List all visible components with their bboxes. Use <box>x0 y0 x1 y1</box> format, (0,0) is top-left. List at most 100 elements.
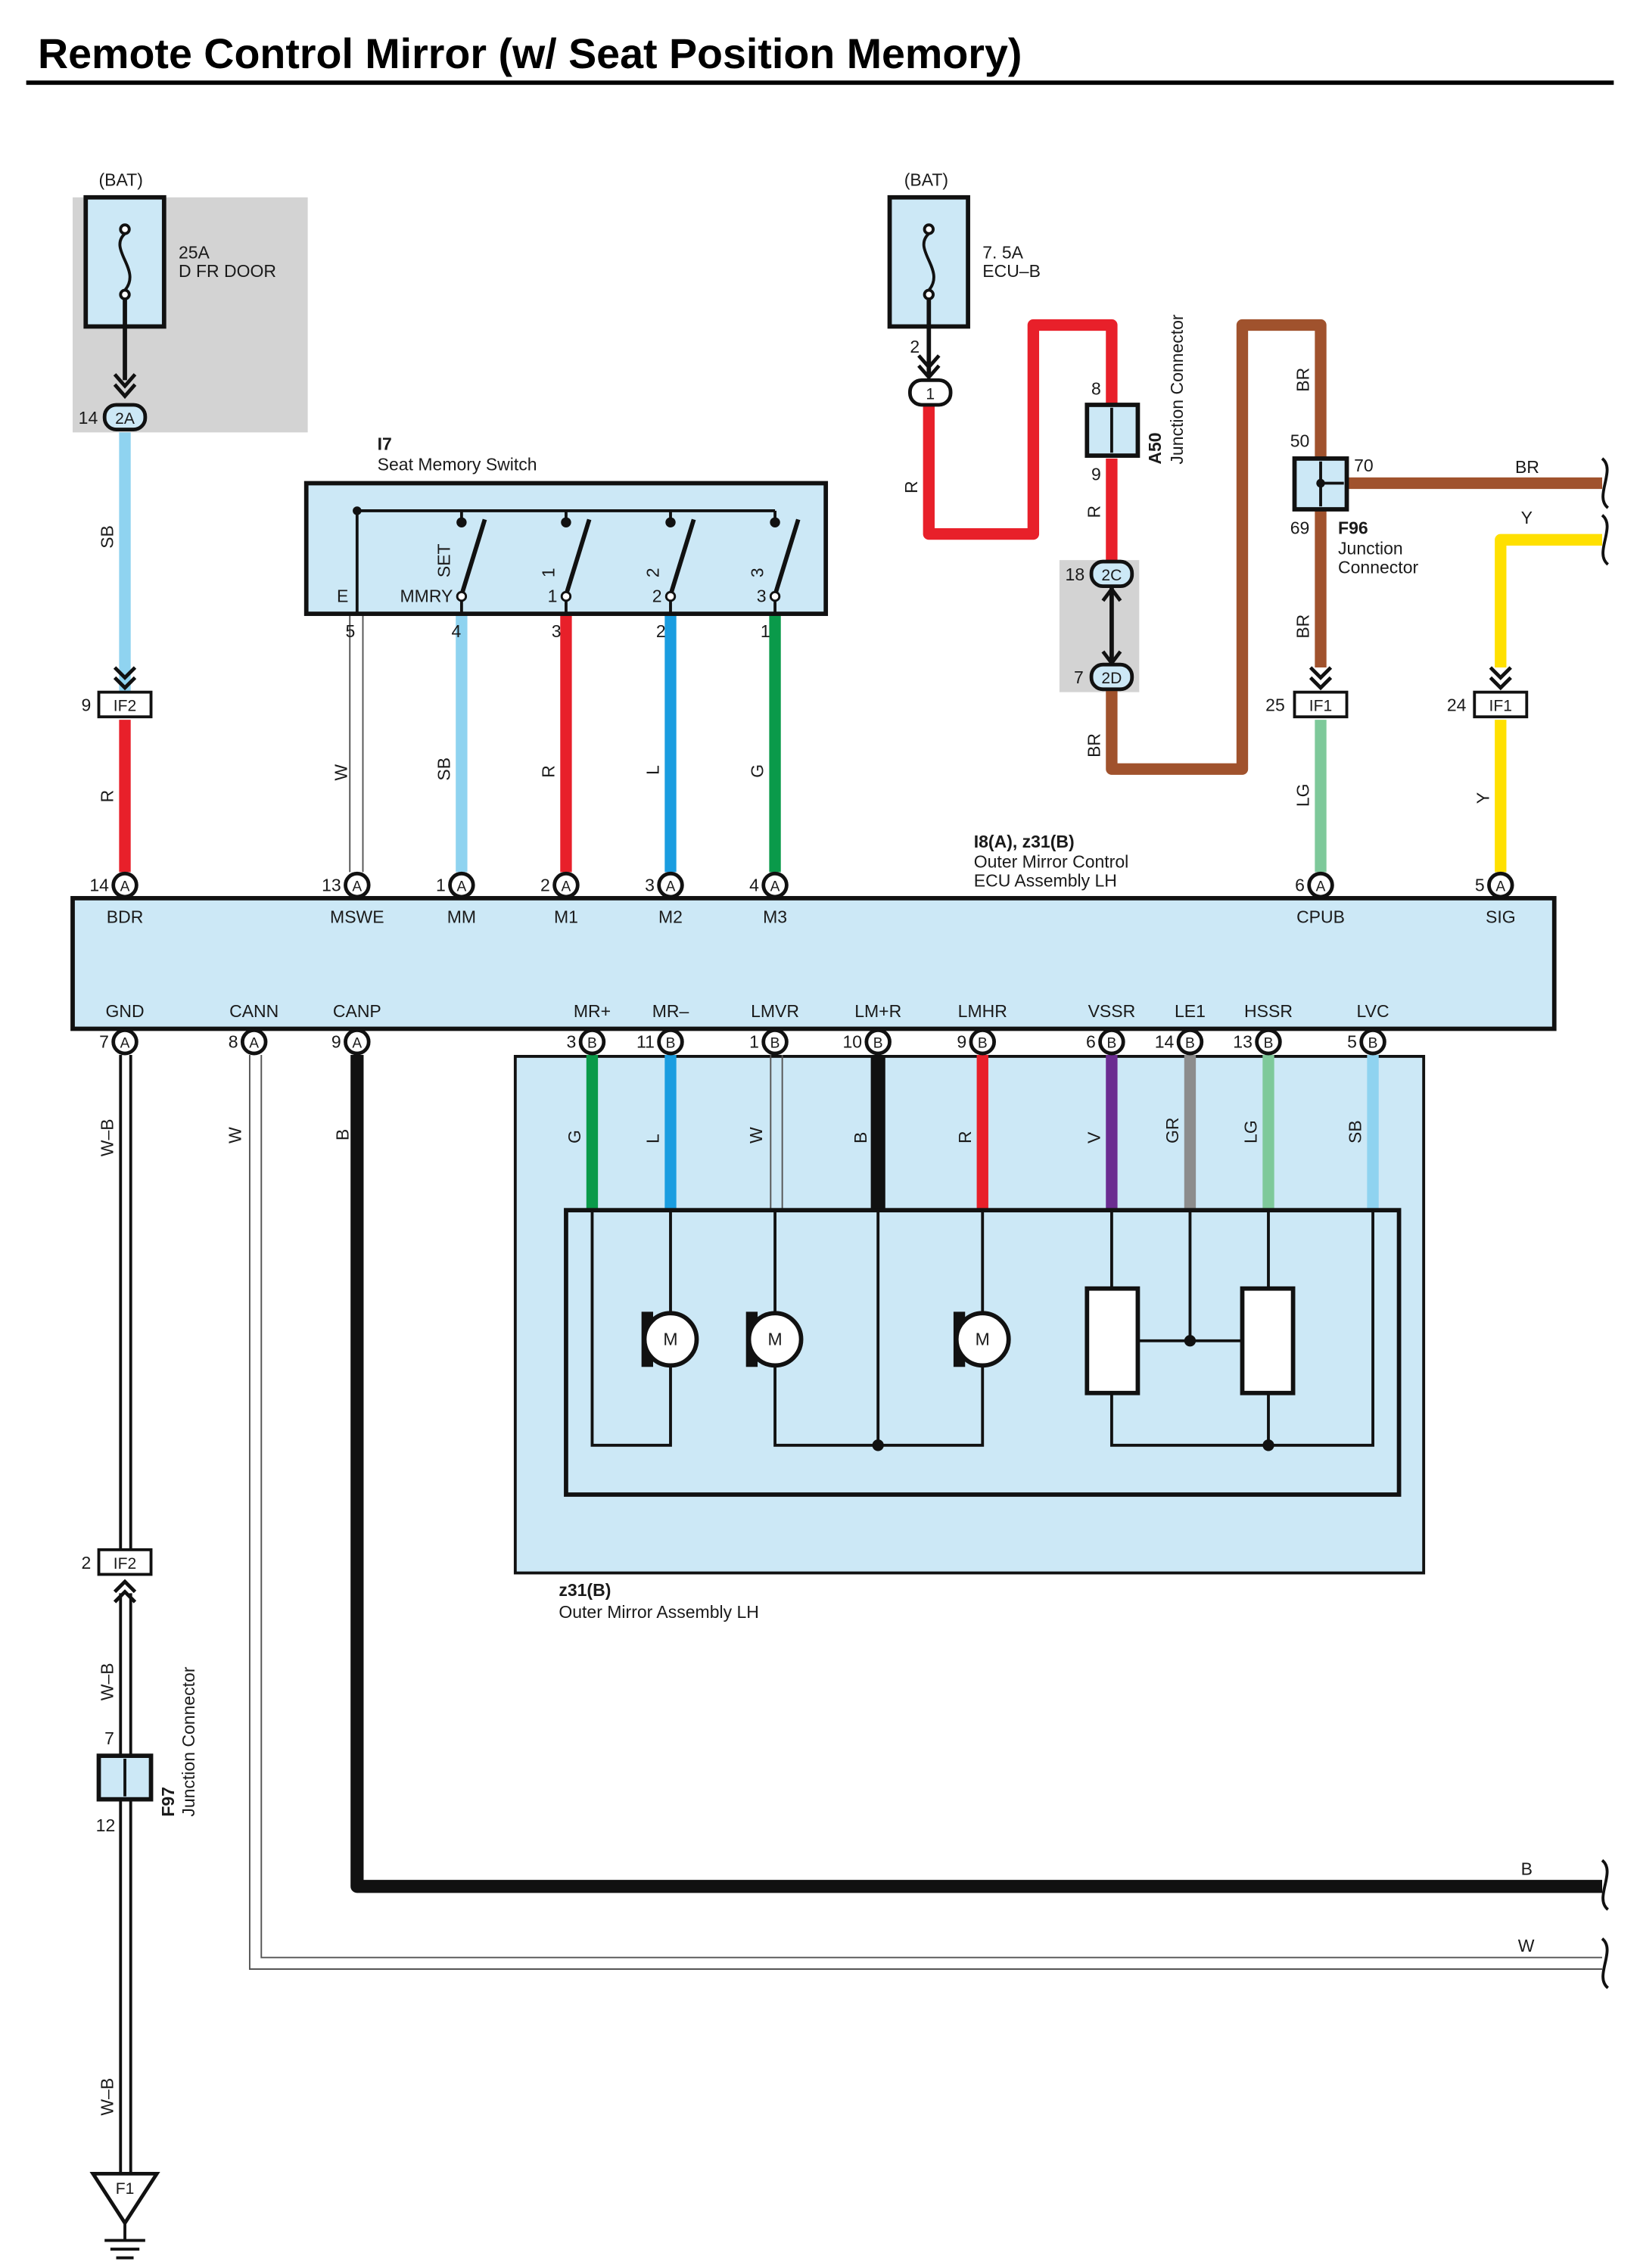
pin-number: 14 <box>79 408 98 428</box>
bat-label-1: (BAT) <box>99 170 143 189</box>
terminal-name: CANN <box>229 1001 279 1021</box>
fuse1-name: D FR DOOR <box>179 261 276 281</box>
f96-name: Junction <box>1338 538 1403 558</box>
wire-color-label: R <box>1085 506 1104 518</box>
terminal-name: LMHR <box>958 1001 1007 1021</box>
terminal-connector-letter: B <box>1264 1035 1274 1051</box>
terminal-name: MR– <box>652 1001 689 1021</box>
f96-id: F96 <box>1338 518 1368 538</box>
wire-color-label: BR <box>1085 733 1104 758</box>
junction-dot <box>1316 478 1325 488</box>
terminal-name: LMVR <box>751 1001 799 1021</box>
motor-lmh: M <box>953 1311 1011 1368</box>
pin-number: 5 <box>1475 875 1485 894</box>
connector-1 <box>907 378 953 407</box>
wire-color-label: W–B <box>98 1663 117 1700</box>
terminal-connector-letter: B <box>978 1035 988 1051</box>
terminal-marker <box>1307 871 1334 899</box>
switch-top-label: SET <box>434 543 454 577</box>
connector-2a <box>102 403 148 431</box>
terminal-marker <box>657 1028 684 1056</box>
terminal-marker <box>969 1028 996 1056</box>
terminal-name: CANP <box>333 1001 381 1021</box>
pin-number: 1 <box>749 1031 759 1051</box>
switch-terminal-label: 2 <box>652 586 662 606</box>
connector-1-label: 1 <box>926 385 935 403</box>
terminal-connector-letter: B <box>873 1035 883 1051</box>
pin-number: 25 <box>1265 695 1285 715</box>
switch-pivot <box>664 590 677 602</box>
switch-contact-dot <box>770 517 780 527</box>
terminal-connector-letter: A <box>120 879 130 894</box>
switch-contact-dot <box>665 517 676 527</box>
switch-contact-dot <box>456 517 467 527</box>
pin-number: 2 <box>910 337 920 356</box>
pin-number: 14 <box>1155 1031 1175 1051</box>
pin-number: 50 <box>1290 431 1310 451</box>
switch-pivot <box>456 590 468 602</box>
terminal-connector-letter: B <box>1185 1035 1195 1051</box>
page-title: Remote Control Mirror (w/ Seat Position … <box>38 30 1022 77</box>
wire-color-label: V <box>1085 1131 1104 1143</box>
pin-number: 70 <box>1354 456 1374 475</box>
terminal-marker <box>552 871 580 899</box>
terminal-marker <box>864 1028 892 1056</box>
pin-number: 7 <box>1074 667 1084 687</box>
pin-number: 1 <box>436 875 446 894</box>
wire-color-label: GR <box>1162 1117 1182 1143</box>
switch-blade <box>668 518 696 596</box>
switch-blade <box>459 518 487 596</box>
terminal-connector-letter: B <box>1368 1035 1378 1051</box>
pin-number: 1 <box>761 621 770 641</box>
wire-y-right <box>1495 534 1603 668</box>
wire-color-label: W <box>331 764 350 781</box>
pin-number: 13 <box>322 875 341 894</box>
svg-text:IF1: IF1 <box>1309 698 1332 715</box>
switch-contacts <box>353 506 801 614</box>
ecu-bottom-terminals: A7GNDA8CANNA9CANPB3MR+B11MR–B1LMVRB10LM+… <box>99 1001 1389 1056</box>
pin-number: 3 <box>567 1031 577 1051</box>
wire-b-canp <box>350 1054 1603 1893</box>
terminal-marker <box>344 1028 371 1056</box>
terminal-marker <box>1176 1028 1204 1056</box>
mirror-id: z31(B) <box>559 1580 611 1600</box>
pin-number: 9 <box>331 1031 341 1051</box>
connector-2d <box>1089 662 1134 692</box>
pin-number: 9 <box>1091 465 1101 484</box>
wire-color-label: LG <box>1241 1120 1261 1143</box>
wire-color-label: R <box>955 1131 975 1143</box>
wire-r-fuse2 <box>923 319 1118 540</box>
pin-number: 8 <box>1091 379 1101 399</box>
if2-connector-top: IF2 <box>97 666 153 719</box>
wire-color-label: L <box>643 765 663 775</box>
terminal-marker <box>1098 1028 1125 1056</box>
wire-color-label: L <box>643 1134 663 1143</box>
vertical-position-sensor <box>1085 1286 1141 1395</box>
fuse-ecu-b <box>887 194 970 381</box>
terminal-connector-letter: A <box>120 1035 130 1051</box>
mirror-name: Outer Mirror Assembly LH <box>559 1602 759 1622</box>
f97-name: Junction Connector <box>179 1666 198 1817</box>
terminal-marker <box>761 871 789 899</box>
terminal-connector-letter: A <box>1316 879 1326 894</box>
connector-2d-label: 2D <box>1101 670 1122 687</box>
wire-color-label: W <box>225 1127 244 1143</box>
pin-number: 2 <box>82 1553 92 1573</box>
wire-color-label: R <box>539 765 559 778</box>
pin-number: 18 <box>1066 565 1085 584</box>
connector-2c-label: 2C <box>1101 567 1122 584</box>
pin-number: 69 <box>1290 518 1310 538</box>
switch-pivot <box>769 590 781 602</box>
terminal-connector-letter: B <box>770 1035 780 1051</box>
terminal-name: CPUB <box>1296 907 1345 927</box>
terminal-name: LE1 <box>1175 1001 1206 1021</box>
bat-label-2: (BAT) <box>904 170 948 189</box>
wire-color-label: W–B <box>98 1118 117 1156</box>
terminal-connector-letter: A <box>456 879 466 894</box>
switch-e-label: E <box>337 586 348 606</box>
svg-text:IF2: IF2 <box>114 1555 136 1573</box>
